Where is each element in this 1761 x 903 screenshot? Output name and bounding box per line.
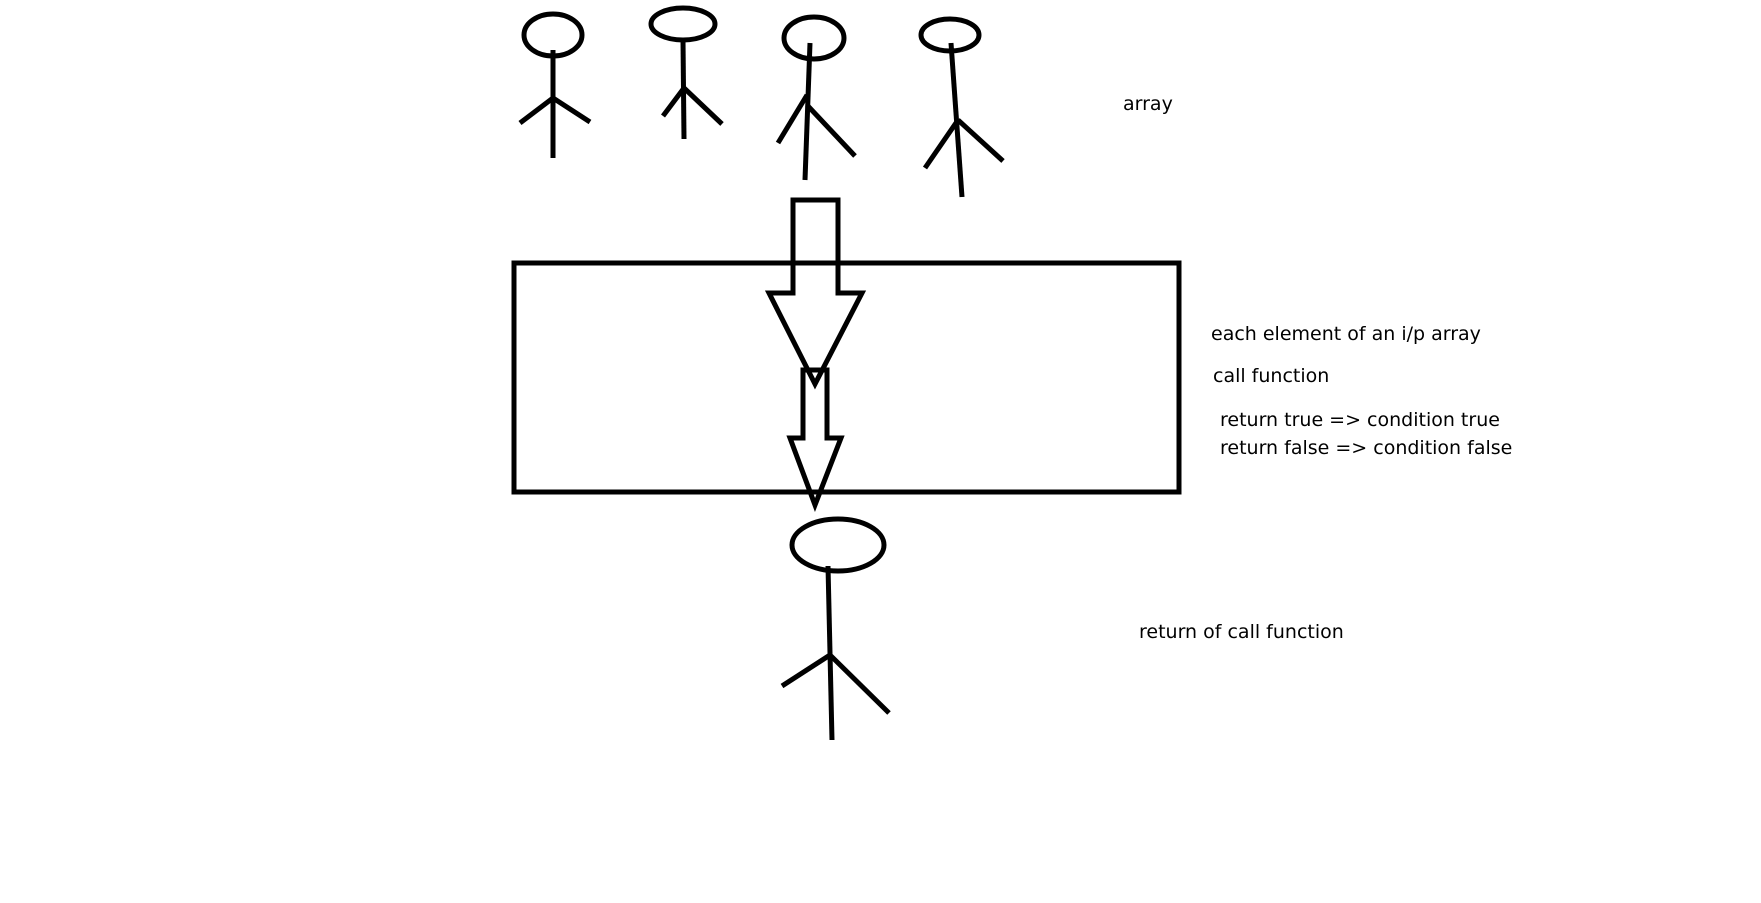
figure-left-arm — [518, 96, 555, 125]
figure-head — [789, 516, 887, 574]
input-arrow — [764, 197, 867, 390]
figure-left-arm — [661, 86, 686, 118]
call-function-label: call function — [1213, 365, 1330, 387]
figure-right-arm — [551, 95, 592, 125]
return-false-label: return false => condition false — [1220, 437, 1513, 459]
array-element-figure-4 — [918, 16, 1005, 198]
figure-left-arm — [780, 652, 832, 689]
figure-right-arm — [956, 118, 1005, 163]
call-function-box — [511, 260, 1182, 495]
result-figure — [780, 516, 891, 741]
array-element-figure-2 — [648, 5, 724, 140]
figure-head — [521, 11, 585, 59]
output-arrow — [786, 367, 845, 513]
array-label: array — [1123, 93, 1173, 115]
return-true-label: return true => condition true — [1220, 409, 1500, 431]
figure-left-arm — [775, 93, 810, 145]
return-of-call-function-label: return of call function — [1139, 621, 1344, 643]
figure-right-arm — [805, 103, 857, 158]
figure-head — [648, 5, 718, 43]
each-element-label: each element of an i/p array — [1211, 323, 1481, 345]
array-element-figure-1 — [518, 11, 592, 158]
array-element-figure-3 — [775, 14, 857, 181]
figure-head — [781, 14, 847, 62]
figure-right-arm — [682, 86, 724, 126]
figure-left-arm — [922, 118, 961, 170]
figure-right-arm — [828, 653, 891, 715]
figure-body — [802, 42, 813, 181]
figure-body — [825, 565, 835, 741]
